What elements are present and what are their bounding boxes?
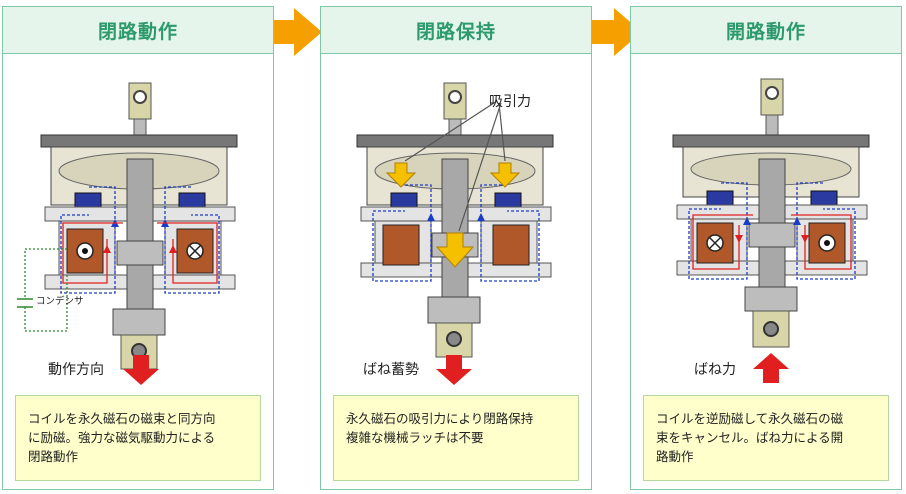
flux-line-red — [62, 222, 123, 284]
coil-right — [176, 228, 214, 274]
panel-close-operation: 閉路動作 — [2, 6, 274, 490]
flux-line-blue — [688, 182, 748, 280]
top-plate — [40, 134, 238, 148]
force-label: ばね力 — [694, 362, 736, 378]
rod-eye-top — [128, 82, 152, 120]
coil-left — [382, 224, 420, 266]
panel-title: 開路動作 — [725, 20, 806, 43]
coil-right — [492, 224, 530, 266]
caption-line: 閉路動作 — [28, 449, 79, 464]
permanent-magnet-left — [706, 190, 734, 206]
flux-line-blue — [60, 186, 116, 294]
attraction-label: 吸引力 — [489, 94, 531, 110]
capacitor-circuit — [24, 248, 68, 332]
permanent-magnet-right — [810, 190, 838, 206]
permanent-magnet-right — [494, 192, 522, 208]
panel-title: 閉路動作 — [97, 20, 178, 43]
attraction-arrow-center — [435, 232, 475, 268]
rod-eye-bottom — [752, 310, 790, 348]
plunger-shaft — [126, 158, 154, 310]
permanent-magnet-left — [74, 192, 102, 208]
attraction-arrow-right — [489, 162, 521, 188]
coil-right — [808, 222, 846, 264]
caption-box: コイルを永久磁石の磁束と同方向 に励磁。強力な磁気駆動力による 閉路動作 — [15, 395, 261, 481]
transition-arrow-1 — [258, 8, 322, 56]
coil-left — [66, 228, 104, 274]
top-plate — [672, 134, 870, 148]
caption-line: コイルを永久磁石の磁束と同方向 — [28, 411, 216, 426]
transition-arrow-2 — [578, 8, 642, 56]
caption-box: 永久磁石の吸引力により閉路保持 複雑な機械ラッチは不要 — [333, 395, 579, 481]
actuator-diagram — [672, 78, 870, 383]
caption-line: 束をキャンセル。ばね力による開 — [656, 430, 844, 445]
caption-line: 永久磁石の吸引力により閉路保持 — [346, 411, 534, 426]
caption-line: コイルを逆励磁して永久磁石の磁 — [656, 411, 844, 426]
panel-open-operation: 開路動作 — [630, 6, 902, 490]
caption-box: コイルを逆励磁して永久磁石の磁 束をキャンセル。ばね力による開 路動作 — [643, 395, 889, 481]
actuator-diagram — [356, 82, 554, 385]
capacitor-label: コンデンサ — [36, 296, 84, 307]
top-plate — [356, 134, 554, 148]
panel-header: 開路動作 — [631, 7, 901, 54]
attraction-arrow-left — [385, 162, 417, 188]
caption-line: 複雑な機械ラッチは不要 — [346, 430, 484, 445]
flux-line-red — [692, 214, 753, 270]
flux-line-blue — [372, 184, 432, 282]
force-arrow-down — [436, 355, 472, 385]
permanent-magnet-right — [178, 192, 206, 208]
force-arrow-up — [753, 353, 789, 383]
force-label: 動作方向 — [48, 362, 104, 378]
caption-line: に励磁。強力な磁気駆動力による — [28, 430, 216, 445]
force-arrow-down — [123, 355, 159, 385]
rod-eye-top — [760, 78, 784, 116]
panel-header: 閉路保持 — [321, 7, 591, 54]
pointer-line — [404, 100, 498, 162]
force-label: ばね蓄勢 — [363, 362, 419, 378]
permanent-magnet-left — [390, 192, 418, 208]
panel-title: 閉路保持 — [415, 20, 496, 43]
rod-eye-top — [443, 82, 467, 120]
panel-header: 閉路動作 — [3, 7, 273, 54]
caption-line: 路動作 — [656, 449, 694, 464]
coil-left — [696, 222, 734, 264]
actuator-diagram — [17, 82, 238, 385]
panel-close-hold: 閉路保持 吸引力 ばね蓄勢 — [320, 6, 592, 490]
